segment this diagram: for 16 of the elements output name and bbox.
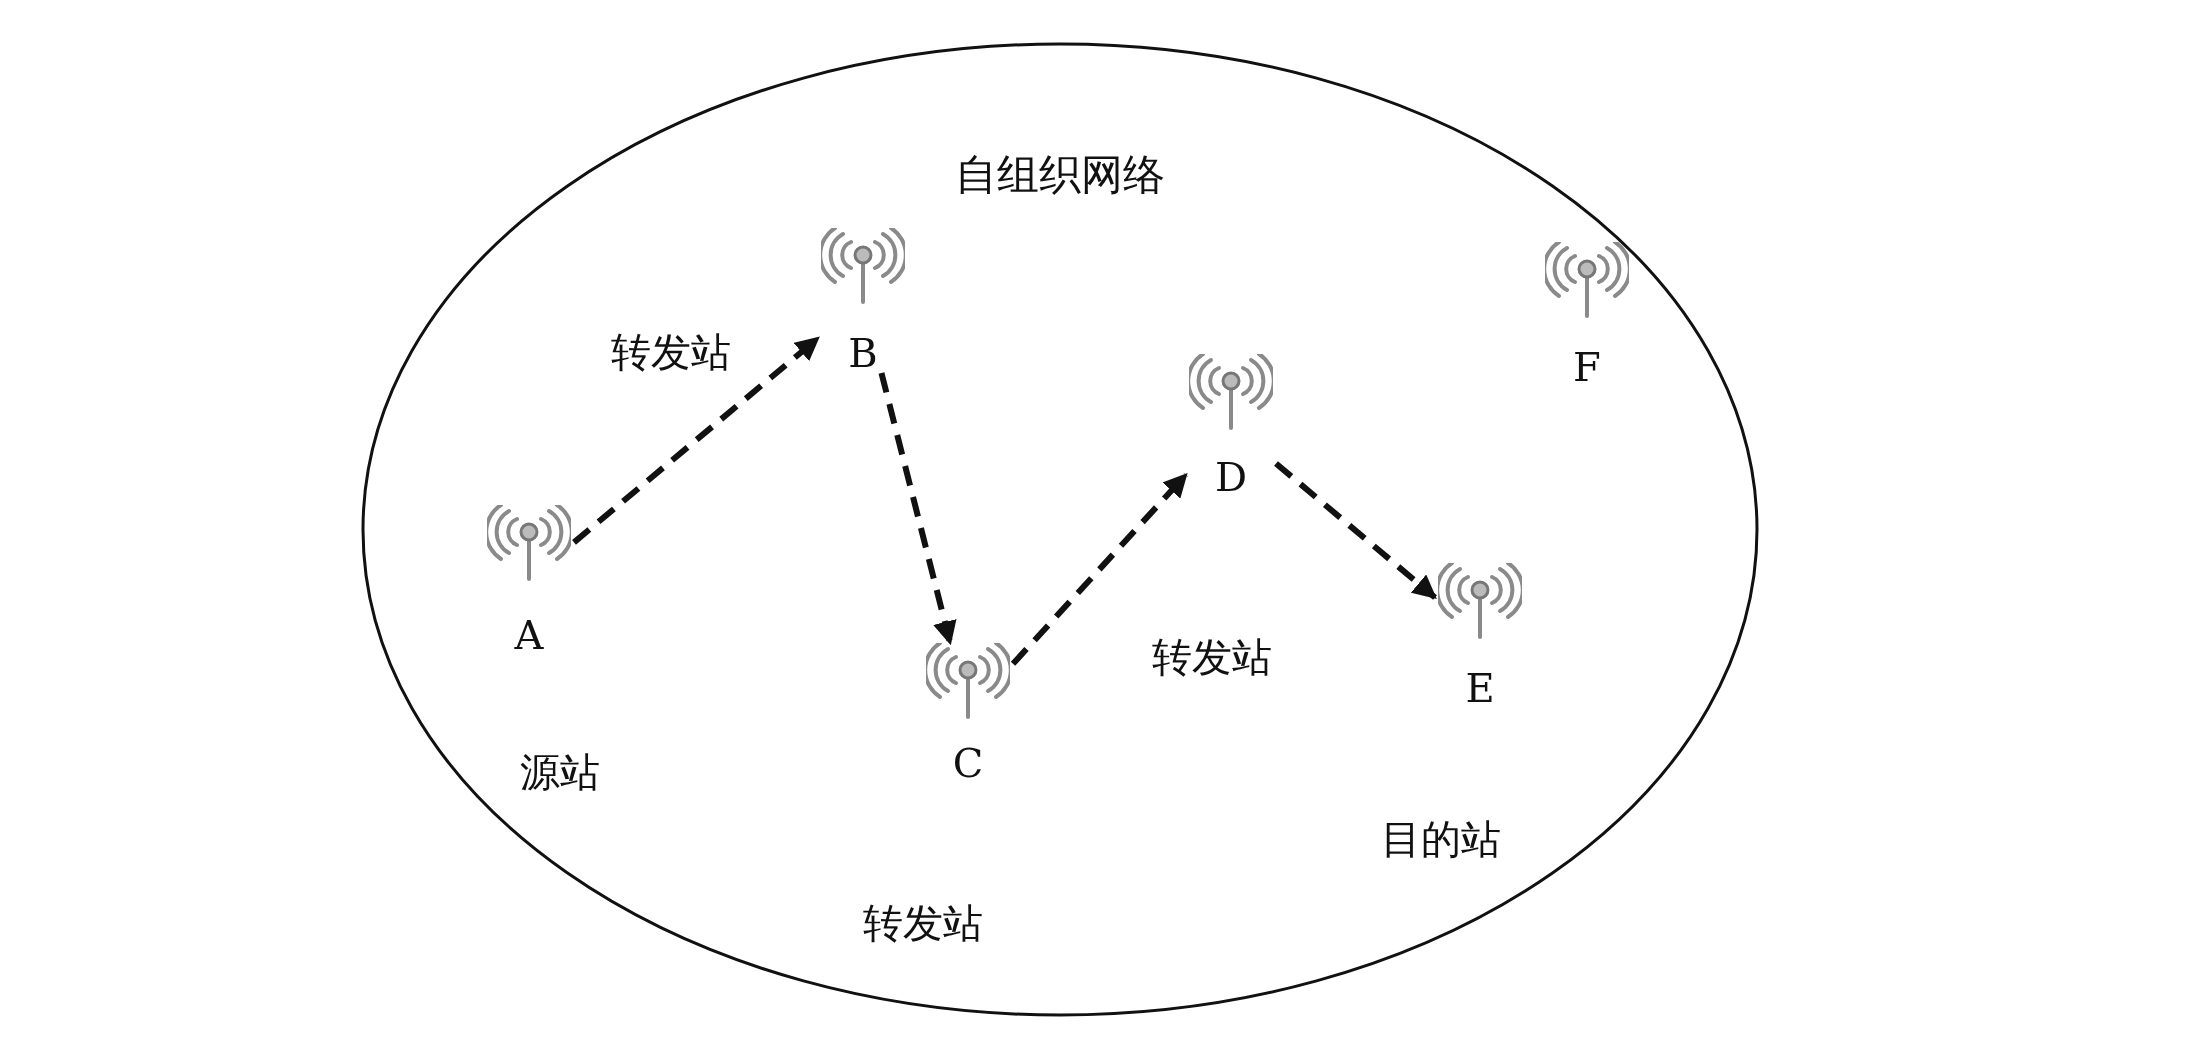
station-role-label: 转发站 xyxy=(1152,632,1272,682)
station-role-label: 源站 xyxy=(520,747,600,797)
network-title: 自组织网络 xyxy=(954,149,1166,201)
station-letter: E xyxy=(1465,668,1495,708)
station-letter: D xyxy=(1214,457,1248,497)
dashed-arrow xyxy=(1010,472,1189,666)
dashed-arrow xyxy=(1274,461,1437,600)
dashed-arrow xyxy=(878,372,957,646)
station-role-label: 转发站 xyxy=(611,327,731,377)
dashed-arrow xyxy=(572,335,820,545)
station-letter: A xyxy=(514,615,544,655)
station-role-label: 目的站 xyxy=(1381,814,1501,864)
station-letter: C xyxy=(952,743,984,783)
station-letter: F xyxy=(1573,347,1601,387)
station-role-label: 转发站 xyxy=(863,898,983,948)
station-letter: B xyxy=(848,333,878,373)
